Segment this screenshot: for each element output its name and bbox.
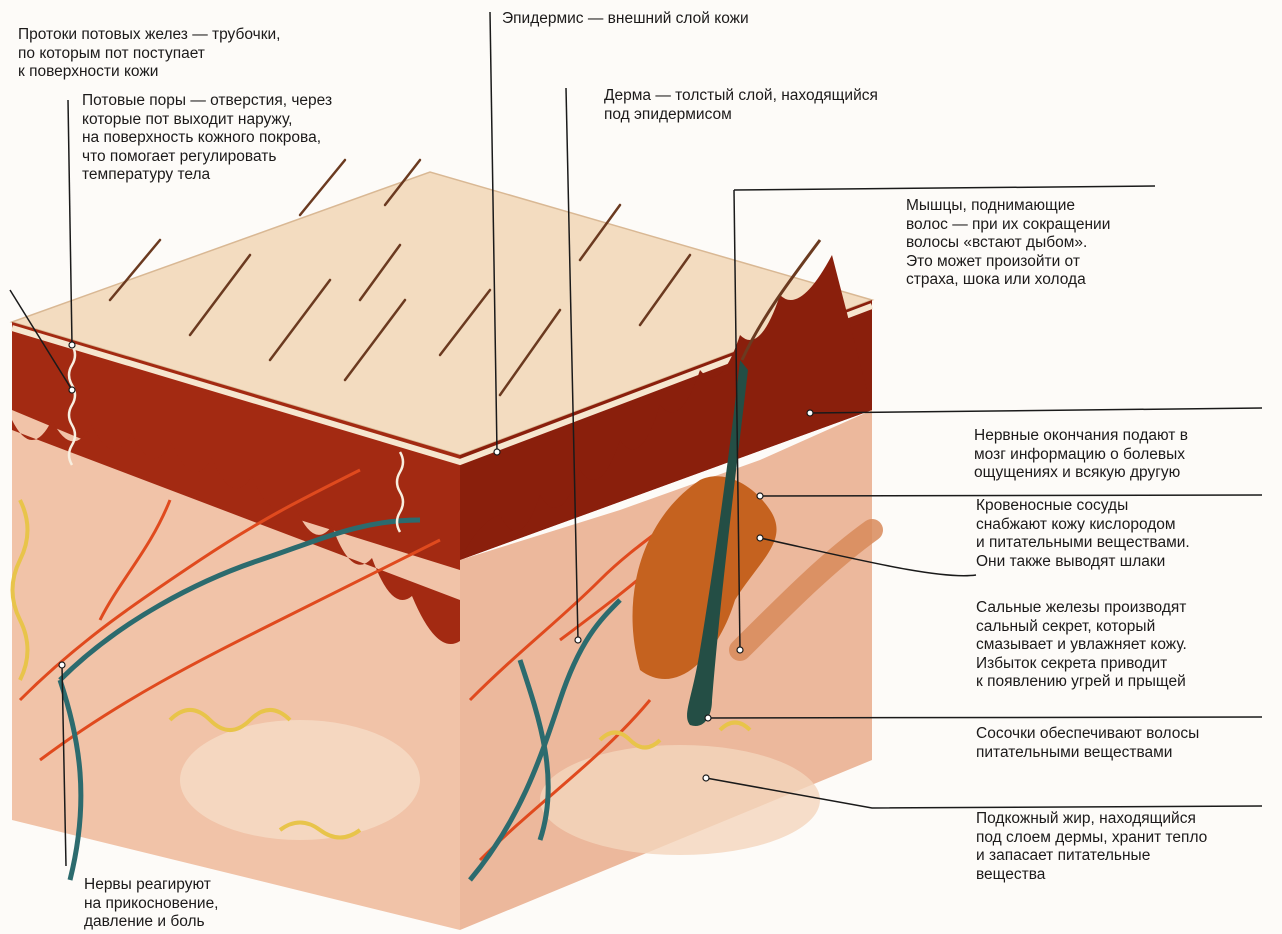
fat-lobule — [540, 745, 820, 855]
label-line: питательными веществами — [976, 744, 1199, 763]
label-line: Нервные окончания подают в — [974, 427, 1188, 446]
label-line: давление и боль — [84, 913, 219, 932]
label-line: мозг информацию о болевых — [974, 446, 1188, 465]
label-line: Подкожный жир, находящийся — [976, 810, 1207, 829]
label-line: которые пот выходит наружу, — [82, 111, 332, 130]
label-line: Эпидермис — внешний слой кожи — [502, 10, 749, 29]
label-line: к появлению угрей и прыщей — [976, 673, 1187, 692]
label-sweat-ducts: Протоки потовых желез — трубочки,по кото… — [18, 26, 280, 82]
label-line: Потовые поры — отверстия, через — [82, 92, 332, 111]
label-line: Избыток секрета приводит — [976, 655, 1187, 674]
label-line: к поверхности кожи — [18, 63, 280, 82]
label-line: по которым пот поступает — [18, 45, 280, 64]
label-line: температуру тела — [82, 166, 332, 185]
label-line: под слоем дермы, хранит тепло — [976, 829, 1207, 848]
label-line: Сосочки обеспечивают волосы — [976, 725, 1199, 744]
label-line: снабжают кожу кислородом — [976, 516, 1190, 535]
label-line: что помогает регулировать — [82, 148, 332, 167]
label-line: Протоки потовых желез — трубочки, — [18, 26, 280, 45]
label-line: волосы «встают дыбом». — [906, 234, 1110, 253]
label-line: и запасает питательные — [976, 847, 1207, 866]
label-line: Они также выводят шлаки — [976, 553, 1190, 572]
label-line: под эпидермисом — [604, 106, 878, 125]
label-line: на поверхность кожного покрова, — [82, 129, 332, 148]
label-line: смазывает и увлажняет кожу. — [976, 636, 1187, 655]
label-line: Дерма — толстый слой, находящийся — [604, 87, 878, 106]
label-line: на прикосновение, — [84, 895, 219, 914]
label-line: Кровеносные сосуды — [976, 497, 1190, 516]
label-line: сальный секрет, который — [976, 618, 1187, 637]
label-line: Это может произойти от — [906, 253, 1110, 272]
label-line: волос — при их сокращении — [906, 216, 1110, 235]
label-line: ощущениях и всякую другую — [974, 464, 1188, 483]
label-line: страха, шока или холода — [906, 271, 1110, 290]
label-line: Нервы реагируют — [84, 876, 219, 895]
label-line: Сальные железы производят — [976, 599, 1187, 618]
label-line: Мышцы, поднимающие — [906, 197, 1110, 216]
label-line: и питательными веществами. — [976, 534, 1190, 553]
label-epidermis: Эпидермис — внешний слой кожи — [502, 10, 749, 29]
label-line: вещества — [976, 866, 1207, 885]
